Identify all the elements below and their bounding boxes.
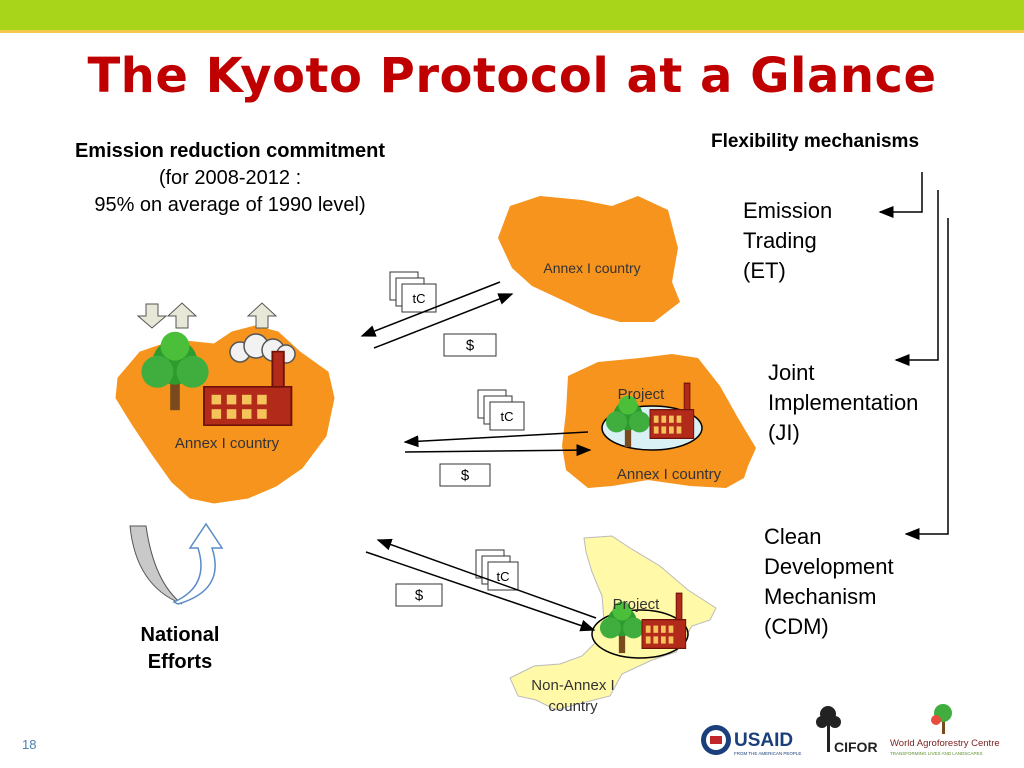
slide-title: The Kyoto Protocol at a Glance	[87, 48, 937, 104]
cifor-tree-icon	[816, 706, 841, 752]
national-efforts-label: National Efforts	[100, 622, 260, 676]
et-country-label: Annex I country	[543, 260, 640, 276]
et-money-arrow	[373, 293, 514, 349]
mechanism-cdm-line: (CDM)	[764, 614, 829, 639]
credit-stack-cdm	[475, 549, 519, 591]
national-efforts-line: National	[140, 624, 220, 646]
national-efforts-curve-up	[172, 522, 224, 605]
mechanism-ji-line: Implementation	[768, 390, 919, 415]
commitment-period: (for 2008-2012 :	[158, 167, 302, 189]
money-label-ji: $	[461, 467, 470, 484]
cdm-money-arrow	[365, 551, 596, 632]
commitment-heading: Emission reduction commitment	[74, 140, 386, 162]
mechanism-cdm-line: Development	[764, 554, 894, 579]
icraf-tree-icon	[931, 704, 952, 734]
top-accent-line	[0, 30, 1024, 33]
mechanism-cdm: Clean Development Mechanism (CDM)	[764, 522, 894, 642]
mechanism-ji-line: Joint	[768, 360, 815, 385]
money-box-ji	[439, 463, 491, 487]
ji-money-arrow	[404, 444, 592, 457]
cdm-country-label: Non-Annex I	[531, 677, 614, 694]
national-efforts-curve-down	[129, 525, 183, 605]
usaid-tagline: FROM THE AMERICAN PEOPLE	[734, 751, 801, 756]
home-country-label: Annex I country	[175, 435, 280, 452]
et-country-map	[498, 196, 680, 322]
cdm-project-label: Project	[613, 596, 661, 613]
ji-project-label: Project	[618, 386, 666, 403]
money-box-et	[443, 333, 497, 357]
page-number: 18	[22, 737, 37, 752]
emission-up-arrow-icon	[166, 302, 198, 329]
bracket-et	[878, 172, 923, 218]
credit-label-et: tC	[413, 291, 426, 306]
money-box-cdm	[395, 583, 443, 607]
usaid-seal-icon	[701, 725, 731, 755]
mechanism-et-line: Trading	[743, 228, 817, 253]
emission-down-arrow-icon	[136, 303, 168, 329]
partner-logos: USAID FROM THE AMERICAN PEOPLE CIFOR Wor…	[698, 700, 1018, 762]
ji-country-label: Annex I country	[617, 466, 722, 483]
credit-stack-ji	[477, 389, 525, 431]
emission-up-arrow-icon	[246, 302, 278, 329]
cifor-logo-text: CIFOR	[834, 739, 878, 755]
credit-label-cdm: tC	[497, 569, 510, 584]
usaid-logo-text: USAID	[734, 730, 793, 751]
mechanism-et: Emission Trading (ET)	[743, 196, 832, 286]
national-efforts-line: Efforts	[147, 651, 213, 673]
bracket-ji	[894, 190, 939, 366]
commitment-level: 95% on average of 1990 level)	[94, 194, 366, 216]
icraf-logo-text: World Agroforestry Centre	[890, 738, 1000, 749]
money-label-cdm: $	[415, 587, 424, 604]
commitment-text: Emission reduction commitment (for 2008-…	[10, 138, 450, 219]
mechanism-cdm-line: Mechanism	[764, 584, 877, 609]
money-label-et: $	[466, 337, 475, 354]
mechanism-et-line: Emission	[743, 198, 833, 223]
logo-strip: USAID FROM THE AMERICAN PEOPLE CIFOR Wor…	[701, 704, 1000, 756]
flexibility-heading: Flexibility mechanisms	[710, 131, 920, 152]
credit-stack-et	[389, 271, 437, 313]
mechanism-ji-line: (JI)	[768, 420, 800, 445]
mechanism-cdm-line: Clean	[764, 524, 822, 549]
cdm-country-label: country	[548, 698, 598, 715]
cdm-credit-arrow	[376, 538, 597, 619]
et-credit-arrow	[360, 281, 501, 337]
credit-label-ji: tC	[501, 409, 514, 424]
mechanism-ji: Joint Implementation (JI)	[768, 358, 918, 448]
icraf-tagline: TRANSFORMING LIVES AND LANDSCAPES	[890, 751, 983, 756]
ji-credit-arrow	[403, 431, 589, 448]
top-accent-bar	[0, 0, 1024, 30]
mechanism-et-line: (ET)	[743, 258, 786, 283]
bracket-cdm	[904, 218, 949, 540]
